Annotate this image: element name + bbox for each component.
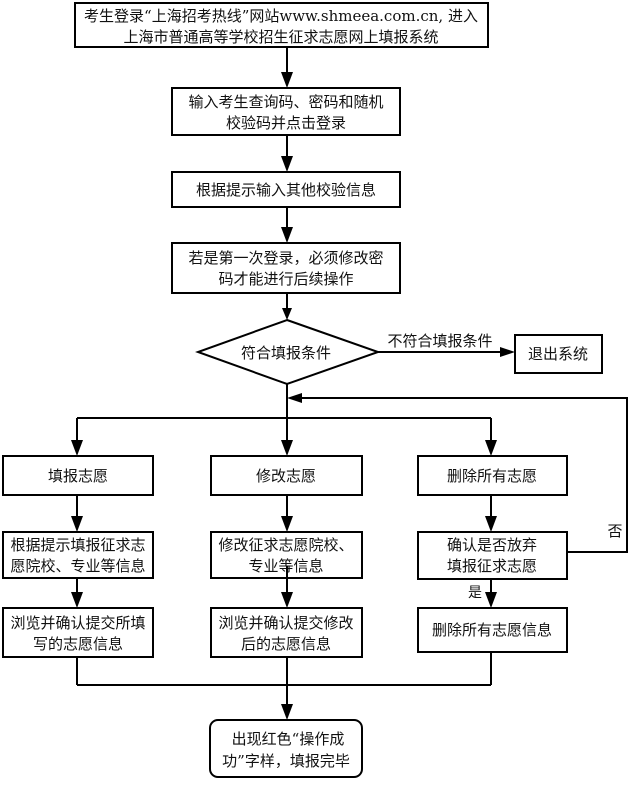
yes-label: 是: [468, 585, 482, 601]
branch-fill-step2-line-1: 浏览并确认提交所填: [10, 614, 145, 632]
arrow-head: [281, 516, 293, 532]
arrow-head: [71, 516, 83, 532]
branch-modify-step1-line-1: 修改征求志愿院校、: [218, 536, 353, 554]
branch-delete-step2-line-1: 删除所有志愿信息: [432, 621, 552, 639]
branch-fill-title: 填报志愿: [48, 467, 108, 485]
branch-fill-step1-line-1: 根据提示填报征求志: [10, 536, 145, 554]
first-login-box: 若是第一次登录，必须修改密 码才能进行后续操作: [171, 242, 401, 294]
arrow-head: [485, 516, 497, 532]
login-line-1: 输入考生查询码、密码和随机: [188, 93, 383, 111]
branch-delete-title: 删除所有志愿: [447, 467, 537, 485]
exit-label: 退出系统: [528, 345, 588, 363]
branch-delete-title-box: 删除所有志愿: [417, 455, 568, 496]
connector-feedback-no: [302, 397, 628, 553]
no-label: 否: [607, 522, 622, 540]
arrow-head: [281, 227, 293, 243]
branch-delete-step1-line-2: 填报征求志愿: [447, 557, 537, 575]
arrow-head: [282, 308, 292, 320]
exit-box: 退出系统: [514, 334, 603, 374]
verify-text: 根据提示输入其他校验信息: [196, 181, 376, 199]
arrow-head: [281, 156, 293, 172]
end-line-2: 功”字样，填报完毕: [222, 752, 350, 770]
arrow-head: [71, 592, 83, 608]
login-line-2: 校验码并点击登录: [226, 114, 346, 132]
arrow-head: [281, 72, 293, 88]
decision-label: 符合填报条件: [241, 344, 331, 362]
arrow-head: [287, 393, 302, 403]
branch-modify-step2-line-1: 浏览并确认提交修改: [218, 614, 353, 632]
branch-delete-step1-box: 确认是否放弃 填报征求志愿: [417, 531, 568, 580]
start-line-1: 考生登录“上海招考热线”网站www.shmeea.com.cn, 进入: [84, 7, 478, 25]
arrow-head: [500, 347, 515, 357]
arrow-head: [281, 440, 293, 456]
arrow-head: [485, 592, 497, 608]
verify-box: 根据提示输入其他校验信息: [171, 171, 401, 208]
branch-fill-step1-line-2: 愿院校、专业等信息: [10, 557, 145, 575]
branch-modify-step2-box: 浏览并确认提交修改 后的志愿信息: [210, 607, 363, 658]
end-box: 出现红色“操作成 功”字样，填报完毕: [209, 719, 363, 778]
branch-fill-title-box: 填报志愿: [2, 455, 154, 496]
start-box: 考生登录“上海招考热线”网站www.shmeea.com.cn, 进入 上海市普…: [74, 2, 489, 48]
branch-modify-step2-line-2: 后的志愿信息: [241, 635, 331, 653]
arrow-head: [281, 592, 293, 608]
branch-fill-step2-line-2: 写的志愿信息: [33, 635, 123, 653]
branch-delete-step1-line-1: 确认是否放弃: [447, 536, 537, 554]
decision-diamond: 符合填报条件: [195, 318, 382, 386]
login-box: 输入考生查询码、密码和随机 校验码并点击登录: [171, 87, 401, 136]
arrow-head: [281, 704, 293, 720]
first-login-line-1: 若是第一次登录，必须修改密: [188, 249, 383, 267]
arrow-head: [71, 440, 83, 456]
branch-delete-step2-box: 删除所有志愿信息: [417, 607, 568, 653]
first-login-line-2: 码才能进行后续操作: [218, 270, 353, 288]
branch-fill-step1-box: 根据提示填报征求志 愿院校、专业等信息: [2, 531, 154, 579]
start-line-2: 上海市普通高等学校招生征求志愿网上填报系统: [123, 28, 438, 46]
branch-modify-title: 修改志愿: [256, 467, 316, 485]
arrow-head: [485, 440, 497, 456]
branch-fill-step2-box: 浏览并确认提交所填 写的志愿信息: [2, 607, 154, 658]
not-eligible-label: 不符合填报条件: [387, 332, 492, 350]
end-line-1: 出现红色“操作成: [232, 730, 345, 748]
branch-modify-title-box: 修改志愿: [210, 455, 363, 496]
